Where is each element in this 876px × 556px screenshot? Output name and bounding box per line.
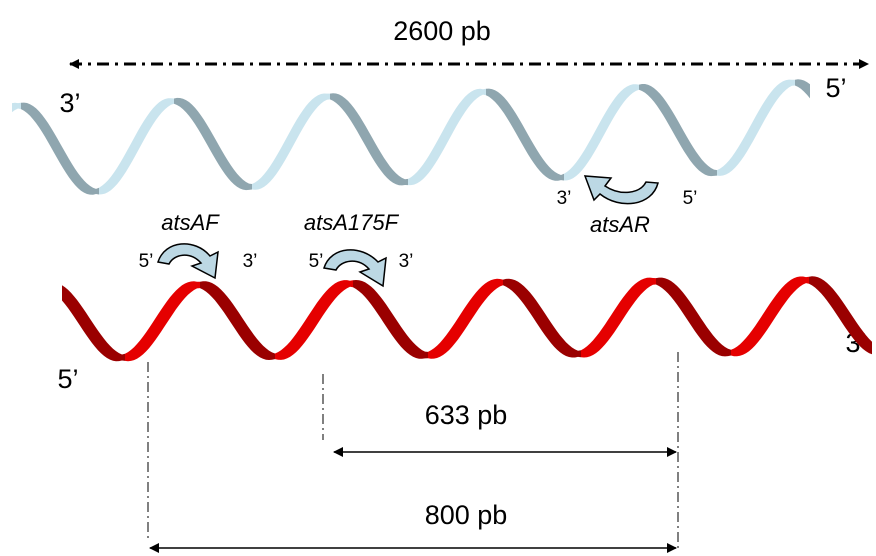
bottom-strand-left-end: 5’ [57,364,78,394]
primer-atsAF-5prime: 5’ [139,251,154,272]
bottom-strand-segment [581,277,656,358]
primer-atsAR-label: atsAR [590,212,650,237]
primer-atsA175F-3prime: 3’ [399,251,414,272]
bottom-strand-segment [809,276,872,355]
top-strand-segment [639,84,717,177]
primer-atsAF-arrow [157,243,219,280]
bottom-strand-segment [125,281,200,362]
primer-atsA175F-5prime: 5’ [309,251,324,272]
primer-atsAF-label: atsAF [161,210,220,235]
top-strand-segment [795,79,810,99]
bottom-strand-segment [353,280,428,359]
bottom-strand-segment [200,281,275,360]
top-strand-right-end: 5’ [825,73,846,103]
top-strand-segment [330,93,408,186]
bottom-strand-segment [656,277,731,357]
primer-atsA175F-arrow [323,249,387,288]
bottom-dna-strand [62,276,872,362]
primer-atsAR-arrow [583,175,659,205]
top-strand-segment [486,88,564,181]
top-strand-segment [408,88,486,186]
top-strand-left-end: 3’ [59,88,80,118]
top-dna-strand [12,79,810,195]
bottom-strand-segment [428,278,503,359]
bottom-strand-segment [503,278,581,358]
top-strand-segment [174,97,252,191]
bottom-strand-segment [62,285,125,362]
amplicon-800-label: 800 pb [425,500,508,530]
primer-atsAR-5prime: 5’ [683,188,698,209]
bottom-strand-segment [275,280,353,360]
top-strand-segment [99,98,174,195]
top-strand-segment [564,84,639,181]
bottom-strand-segment [731,276,809,357]
primer-atsA175F-label: atsA175F [304,210,400,235]
top-strand-segment [252,93,330,190]
top-strand-segment [717,79,795,176]
primer-atsAF-3prime: 3’ [243,251,258,272]
amplicon-633-label: 633 pb [425,400,508,430]
top-strand-segment [12,102,21,113]
primer-atsAR-3prime: 3’ [557,188,572,209]
top-strand-segment [21,102,99,195]
total-length-label: 2600 pb [393,16,491,46]
